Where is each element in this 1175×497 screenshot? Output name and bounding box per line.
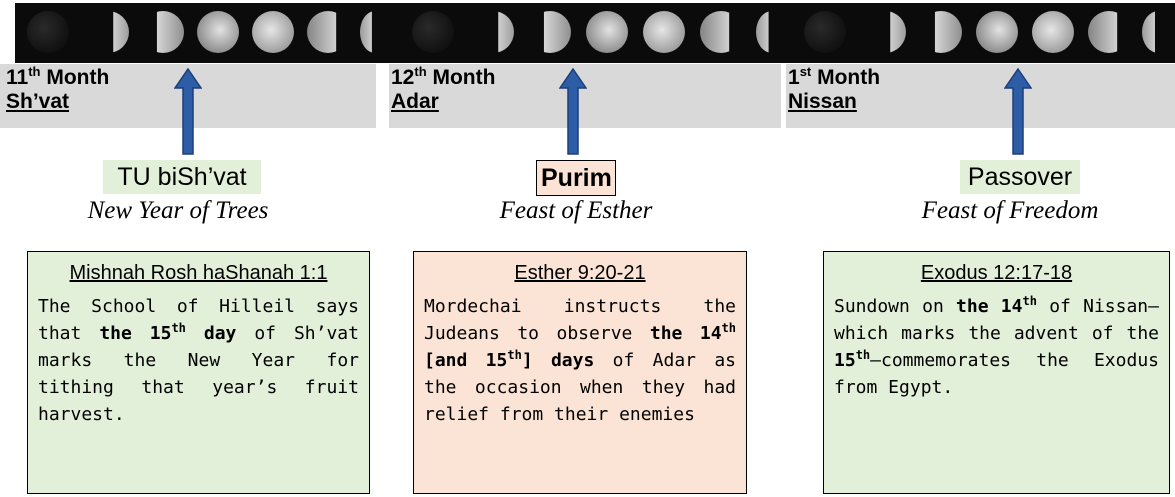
holiday-subtitle: New Year of Trees bbox=[58, 197, 298, 225]
waxing-crescent-moon-icon bbox=[864, 11, 906, 53]
source-reference: Exodus 12:17-18 bbox=[834, 262, 1159, 285]
month-label-adar: 12th Month Adar bbox=[391, 66, 495, 114]
waning-crescent-moon-icon bbox=[756, 11, 788, 53]
waning-gibbous-moon-icon bbox=[1088, 11, 1130, 53]
month-ordinal-suffix: st bbox=[800, 64, 812, 79]
full-moon-icon bbox=[252, 11, 294, 53]
moon-phase-strip-1 bbox=[15, 3, 394, 63]
source-reference: Esther 9:20-21 bbox=[424, 262, 736, 285]
waning-crescent-moon-icon bbox=[1142, 11, 1175, 53]
waxing-gibbous-moon-icon bbox=[586, 11, 628, 53]
waning-gibbous-moon-icon bbox=[307, 11, 349, 53]
up-arrow-icon bbox=[559, 68, 587, 156]
holiday-label-purim: Purim bbox=[536, 160, 616, 196]
source-box-mishnah: Mishnah Rosh haShanah 1:1 The School of … bbox=[27, 251, 370, 494]
month-word: Month bbox=[46, 66, 109, 89]
month-ordinal: 11 bbox=[6, 66, 28, 89]
up-arrow-icon bbox=[174, 68, 202, 156]
month-ordinal: 1 bbox=[788, 66, 800, 89]
month-label-shvat: 11th Month Sh’vat bbox=[6, 66, 109, 114]
month-name: Sh’vat bbox=[6, 90, 109, 114]
waxing-gibbous-moon-icon bbox=[197, 11, 239, 53]
month-ordinal-suffix: th bbox=[414, 64, 426, 79]
source-text: Sundown on the 14th of Nissan— which mar… bbox=[834, 293, 1159, 401]
holiday-label-tu-bishvat: TU biSh’vat bbox=[103, 160, 261, 194]
full-moon-icon bbox=[643, 11, 685, 53]
holiday-subtitle: Feast of Esther bbox=[446, 197, 706, 225]
source-reference: Mishnah Rosh haShanah 1:1 bbox=[38, 262, 359, 285]
waning-crescent-moon-icon bbox=[360, 11, 390, 53]
waxing-gibbous-moon-icon bbox=[976, 11, 1018, 53]
full-moon-icon bbox=[1032, 11, 1074, 53]
waxing-crescent-moon-icon bbox=[87, 11, 129, 53]
month-ordinal: 12 bbox=[391, 66, 414, 89]
month-word: Month bbox=[817, 66, 880, 89]
source-text: Mordechai instructs the Judeans to obser… bbox=[424, 293, 736, 428]
month-name: Nissan bbox=[788, 90, 880, 114]
moon-phase-strip-2 bbox=[394, 3, 798, 63]
source-box-exodus: Exodus 12:17-18 Sundown on the 14th of N… bbox=[823, 251, 1170, 494]
waxing-crescent-moon-icon bbox=[472, 11, 514, 53]
month-name: Adar bbox=[391, 90, 495, 114]
waning-gibbous-moon-icon bbox=[700, 11, 742, 53]
first-quarter-moon-icon bbox=[920, 11, 962, 53]
first-quarter-moon-icon bbox=[142, 11, 184, 53]
new-moon-icon bbox=[27, 11, 69, 53]
month-ordinal-suffix: th bbox=[28, 64, 40, 79]
month-label-nissan: 1st Month Nissan bbox=[788, 66, 880, 114]
new-moon-icon bbox=[412, 11, 454, 53]
moon-phase-strip-3 bbox=[798, 3, 1175, 63]
new-moon-icon bbox=[804, 11, 846, 53]
source-text: The School of Hilleil says that the 15th… bbox=[38, 293, 359, 428]
holiday-subtitle: Feast of Freedom bbox=[875, 197, 1145, 225]
up-arrow-icon bbox=[1004, 68, 1032, 156]
source-box-esther: Esther 9:20-21 Mordechai instructs the J… bbox=[413, 251, 747, 494]
holiday-label-passover: Passover bbox=[960, 160, 1080, 194]
month-word: Month bbox=[432, 66, 495, 89]
first-quarter-moon-icon bbox=[529, 11, 571, 53]
